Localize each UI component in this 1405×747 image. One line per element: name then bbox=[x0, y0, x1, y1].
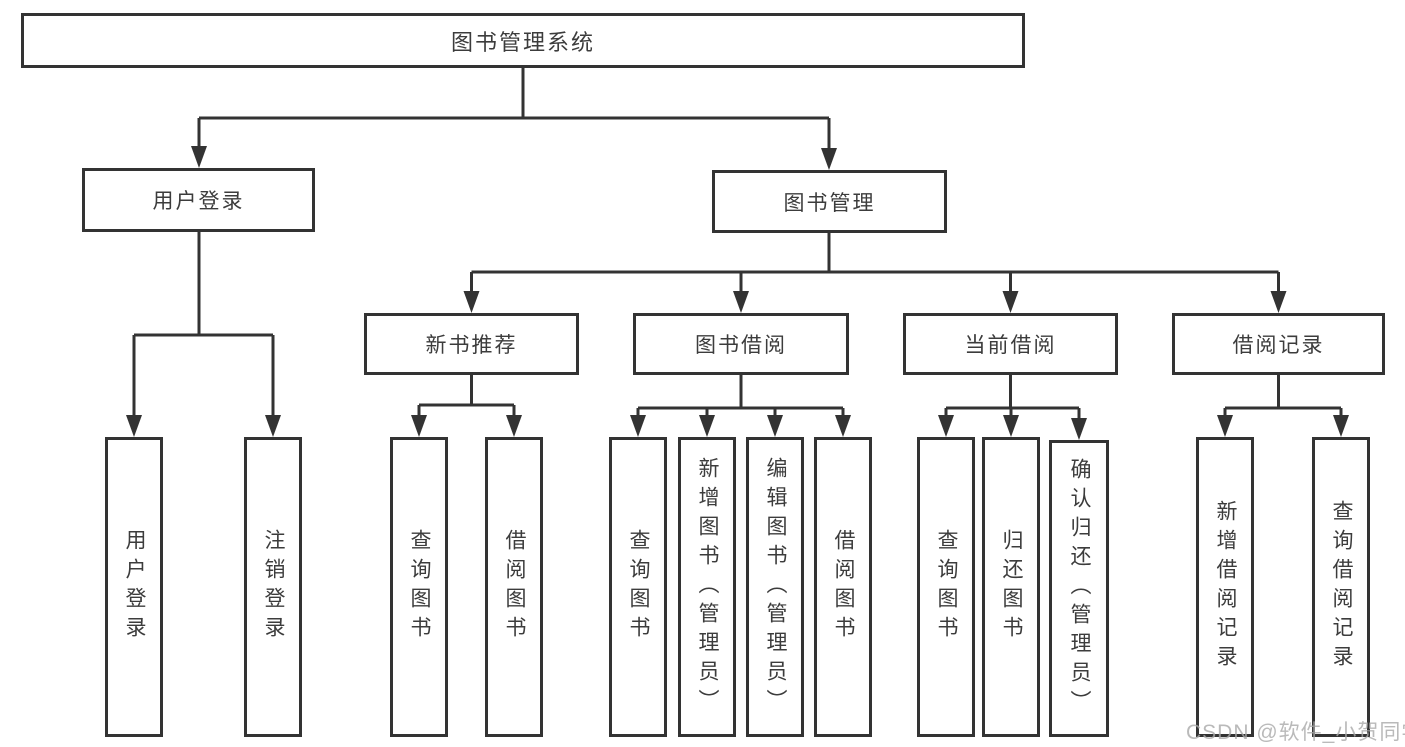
leaf-query-borrow-record-label: 查询借阅记录 bbox=[1330, 500, 1353, 674]
leaf-recommend-query-books-label: 查询图书 bbox=[408, 529, 431, 645]
node-book-borrowing: 图书借阅 bbox=[633, 313, 849, 375]
leaf-add-borrow-record-label: 新增借阅记录 bbox=[1214, 500, 1237, 674]
leaf-add-book-admin: 新增图书（管理员） bbox=[678, 437, 736, 737]
leaf-user-login-label: 用户登录 bbox=[123, 529, 146, 645]
leaf-current-query-books-label: 查询图书 bbox=[935, 529, 958, 645]
leaf-confirm-return-admin-label: 确认归还（管理员） bbox=[1068, 458, 1091, 719]
node-book-borrowing-label: 图书借阅 bbox=[695, 334, 787, 357]
leaf-recommend-query-books: 查询图书 bbox=[390, 437, 448, 737]
leaf-add-borrow-record: 新增借阅记录 bbox=[1196, 437, 1254, 737]
leaf-current-query-books: 查询图书 bbox=[917, 437, 975, 737]
leaf-logout: 注销登录 bbox=[244, 437, 302, 737]
leaf-borrowing-query-books: 查询图书 bbox=[609, 437, 667, 737]
leaf-borrowing-borrow-books: 借阅图书 bbox=[814, 437, 872, 737]
node-new-book-recommend-label: 新书推荐 bbox=[425, 334, 518, 357]
leaf-logout-label: 注销登录 bbox=[262, 529, 285, 645]
node-library-system-label: 图书管理系统 bbox=[450, 29, 595, 55]
node-borrow-records: 借阅记录 bbox=[1172, 313, 1385, 375]
leaf-query-borrow-record: 查询借阅记录 bbox=[1312, 437, 1370, 737]
leaf-user-login: 用户登录 bbox=[105, 437, 163, 737]
node-user-login: 用户登录 bbox=[82, 168, 315, 232]
node-current-borrowing: 当前借阅 bbox=[903, 313, 1118, 375]
leaf-return-book: 归还图书 bbox=[982, 437, 1040, 737]
leaf-recommend-borrow-books: 借阅图书 bbox=[485, 437, 543, 737]
leaf-recommend-borrow-books-label: 借阅图书 bbox=[503, 529, 526, 645]
node-new-book-recommend: 新书推荐 bbox=[364, 313, 579, 375]
leaf-edit-book-admin-label: 编辑图书（管理员） bbox=[764, 456, 787, 718]
csdn-watermark: CSDN @软件_小贺同学 bbox=[1186, 721, 1405, 744]
leaf-borrowing-borrow-books-label: 借阅图书 bbox=[832, 529, 855, 645]
node-book-management: 图书管理 bbox=[712, 170, 947, 233]
leaf-edit-book-admin: 编辑图书（管理员） bbox=[746, 437, 804, 737]
leaf-confirm-return-admin: 确认归还（管理员） bbox=[1049, 440, 1109, 737]
leaf-return-book-label: 归还图书 bbox=[1000, 529, 1023, 645]
leaf-add-book-admin-label: 新增图书（管理员） bbox=[696, 456, 719, 718]
node-borrow-records-label: 借阅记录 bbox=[1232, 334, 1325, 357]
node-book-management-label: 图书管理 bbox=[783, 191, 876, 215]
node-library-system: 图书管理系统 bbox=[21, 13, 1025, 68]
node-current-borrowing-label: 当前借阅 bbox=[964, 334, 1057, 357]
node-user-login-label: 用户登录 bbox=[152, 190, 245, 213]
leaf-borrowing-query-books-label: 查询图书 bbox=[627, 529, 650, 645]
